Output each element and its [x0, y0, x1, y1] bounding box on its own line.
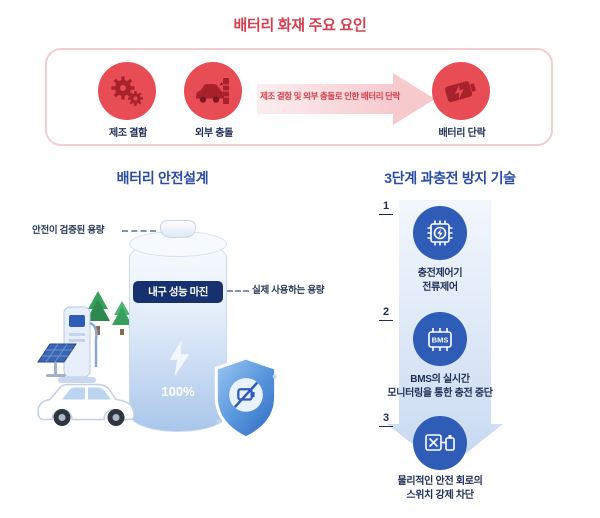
prevention-title: 3단계 과충전 방지 기술 — [384, 170, 516, 186]
lightning-bolt-icon — [165, 336, 193, 385]
cause-effect-arrow — [257, 84, 397, 114]
ev-car-icon — [32, 372, 142, 435]
battery-short-icon — [432, 62, 490, 120]
verified-capacity-label: 안전이 검증된 용량 — [32, 225, 105, 236]
result-label: 배터리 단락 — [438, 128, 486, 139]
ev-charger-icon — [56, 303, 100, 392]
page-title: 배터리 화재 주요 요인 — [233, 17, 367, 34]
actual-capacity-label: 실제 사용하는 용량 — [252, 285, 325, 296]
battery-cylinder — [129, 240, 227, 432]
safety-switch-icon — [413, 416, 467, 470]
safety-design-title: 배터리 안전설계 — [116, 170, 209, 186]
step-1-label: 충전제어기 전류제어 — [417, 268, 463, 293]
step-2-label: BMS의 실시간 모니터링을 통한 충전 중단 — [387, 374, 493, 399]
step-1-number: 1 — [379, 200, 394, 215]
battery-terminal — [160, 220, 196, 238]
cause-collision — [184, 62, 242, 120]
car-crash-icon — [184, 62, 242, 120]
trees-icon — [82, 289, 134, 342]
step-3-number: 3 — [379, 412, 394, 427]
bms-chip-icon: BMS — [413, 312, 467, 366]
shield-protection-icon — [210, 354, 282, 449]
gears-icon — [98, 62, 156, 120]
margin-badge: 내구 성능 마진 — [133, 281, 223, 303]
verified-capacity-leader — [122, 230, 156, 232]
bms-chip-label: BMS — [432, 336, 449, 345]
cause-label-collision: 외부 충돌 — [194, 128, 234, 139]
step-2-number: 2 — [379, 306, 394, 321]
step-3-label: 물리적인 안전 회로의 스위치 강제 차단 — [397, 476, 483, 501]
result-short-circuit — [432, 62, 490, 120]
actual-capacity-leader — [227, 290, 249, 292]
cause-manufacturing — [98, 62, 156, 120]
arrow-caption: 제조 결함 및 외부 충돌로 인한 배터리 단락 — [260, 91, 400, 101]
solar-panel-icon — [34, 336, 80, 385]
cause-label-manufacturing: 제조 결함 — [108, 128, 148, 139]
charge-controller-chip-icon — [413, 206, 467, 260]
charge-percent: 100% — [161, 384, 195, 399]
